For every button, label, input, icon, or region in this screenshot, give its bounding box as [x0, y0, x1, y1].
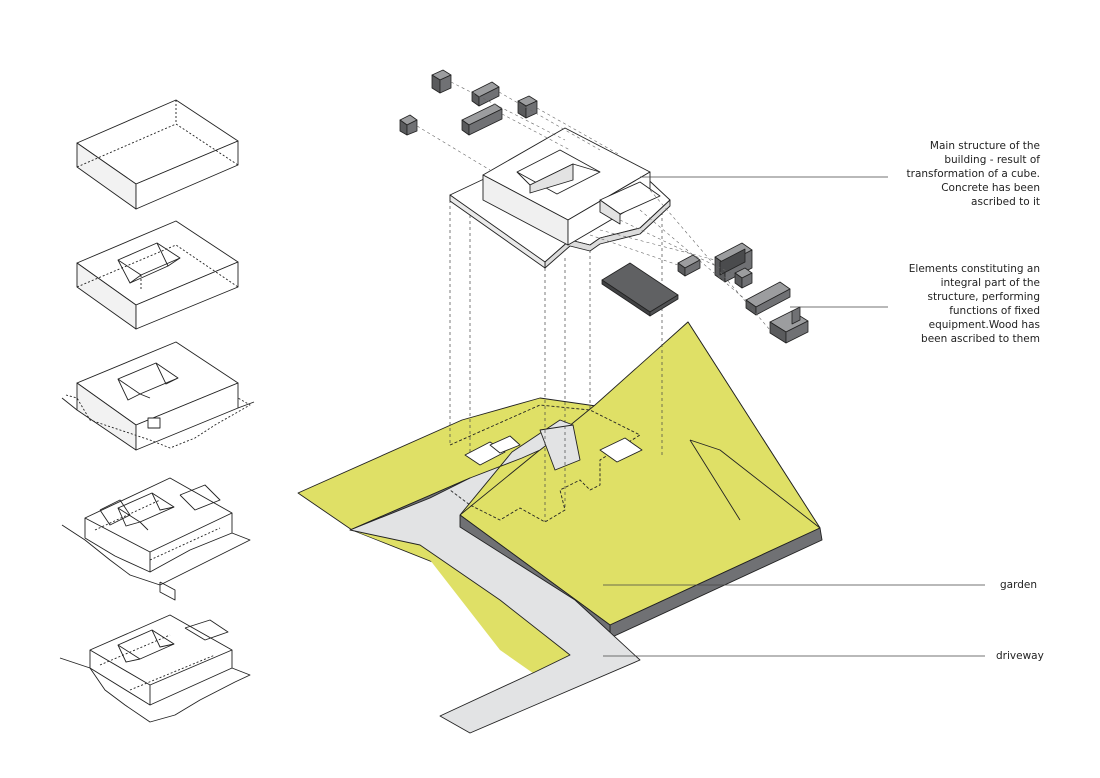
wood-elements	[399, 69, 809, 344]
step-4-fragmented	[61, 477, 251, 601]
transformation-sequence	[59, 99, 255, 723]
step-5-final	[59, 614, 251, 723]
annotation-garden: garden	[1000, 579, 1038, 591]
annotation-main-structure: Main structure of the building - result …	[906, 140, 1040, 208]
site	[297, 321, 823, 734]
ramp-stairs	[539, 424, 581, 471]
garden-ridge-2	[689, 439, 821, 529]
ground-void-3	[599, 437, 643, 463]
explosion-guides	[416, 81, 771, 331]
leader-lines	[603, 176, 985, 657]
garden-ridge	[689, 439, 741, 521]
main-structure	[449, 127, 671, 269]
driveway	[349, 419, 641, 734]
building-footprint	[449, 404, 641, 523]
annotation-wood-elements: Elements constituting an integral part o…	[908, 263, 1040, 345]
projection-lines	[449, 200, 663, 522]
step-3-cube-cut	[61, 341, 255, 451]
annotation-driveway: driveway	[996, 650, 1044, 662]
ground-void-2	[489, 435, 521, 454]
driveway-ramp	[349, 477, 471, 531]
step-2-cube-courtyard	[76, 220, 239, 330]
step-1-cube	[76, 99, 239, 210]
